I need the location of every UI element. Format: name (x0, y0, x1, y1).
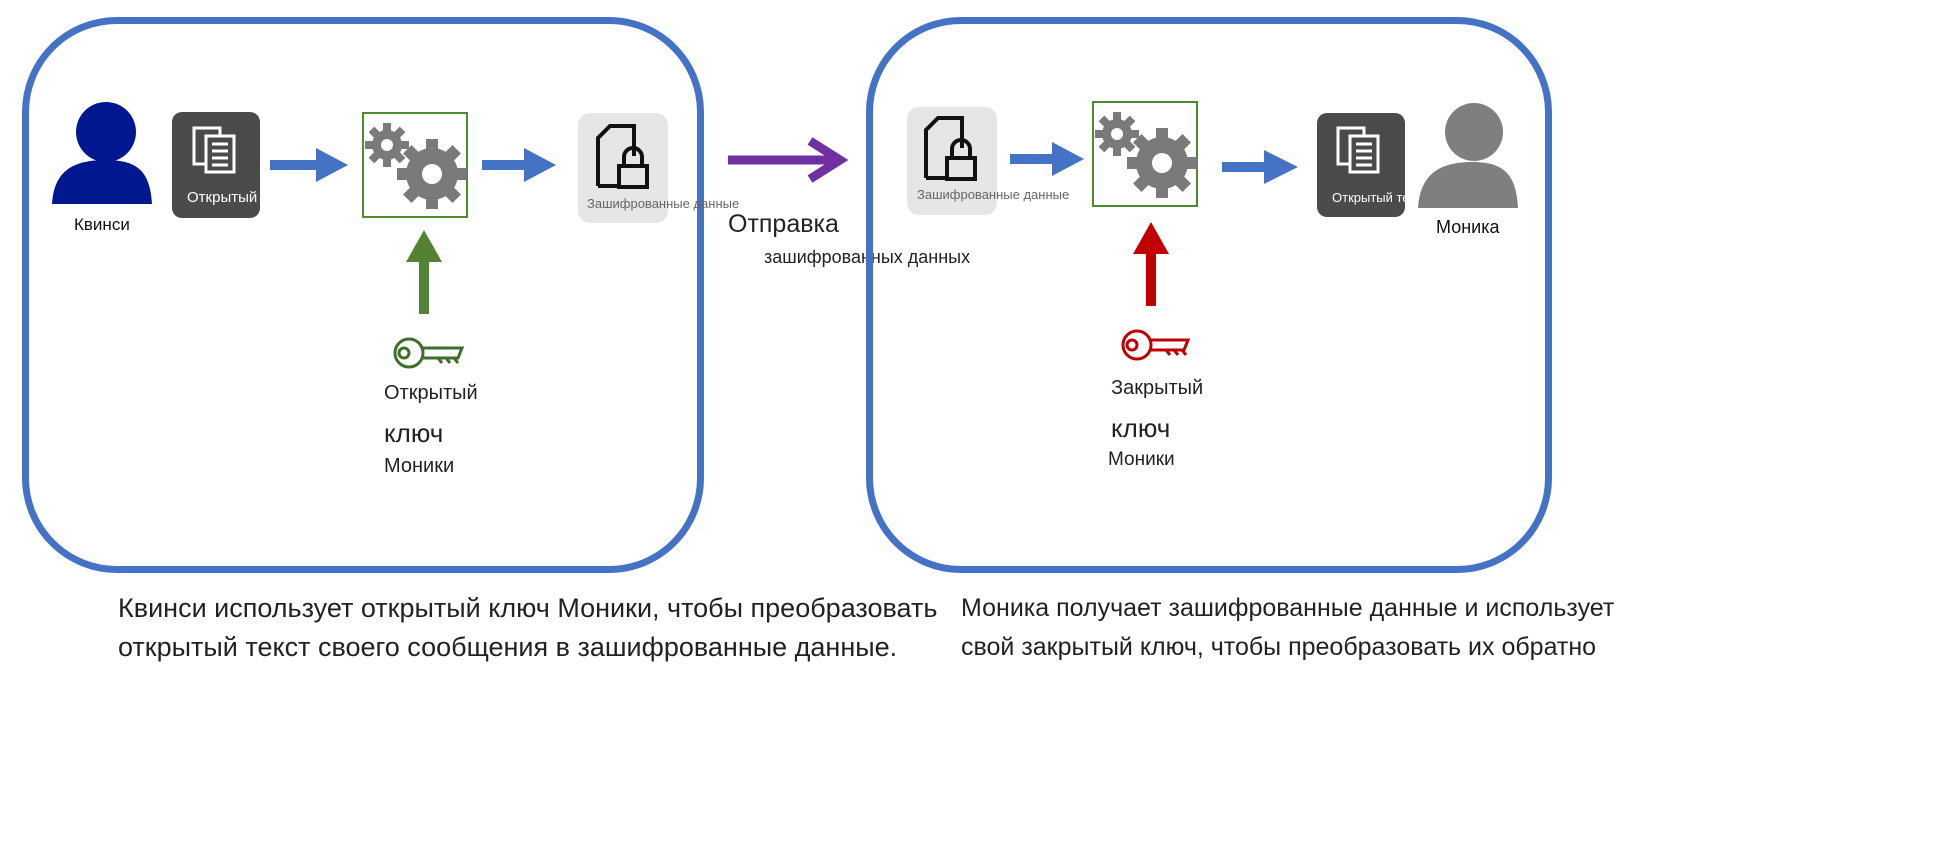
encrypted-tile (907, 107, 997, 215)
sender-panel (22, 17, 704, 573)
locked-file-icon (596, 124, 649, 189)
encrypted-label: Зашифрованные данные (587, 196, 740, 211)
flow-arrow (482, 148, 556, 182)
flow-arrow (1222, 150, 1298, 184)
private-key-label-line1: Закрытый (1111, 377, 1204, 399)
document-icon (192, 126, 236, 174)
receiver-caption: Моника получает зашифрованные данные и и… (961, 585, 1615, 670)
private-key-arrow (1133, 222, 1169, 306)
public-key-label-line1: Открытый (384, 382, 478, 404)
sender-caption-line1: Квинси использует открытый ключ Моники, … (118, 593, 938, 623)
flow-arrow (1010, 142, 1084, 176)
locked-file-icon (924, 116, 977, 181)
receiver-panel (866, 17, 1552, 573)
sender-name: Квинси (74, 215, 130, 234)
public-key-label-line2: ключ (384, 418, 444, 448)
receiver-caption-line2: свой закрытый ключ, чтобы преобразовать … (961, 633, 1597, 661)
private-key-label-line2: ключ (1111, 413, 1171, 443)
receiver-person-icon (1418, 103, 1518, 208)
sender-caption-line2: открытый текст своего сообщения в зашифр… (118, 632, 898, 662)
private-key-label-line3: Моники (1108, 449, 1175, 470)
flow-arrow (270, 148, 348, 182)
encrypted-label: Зашифрованные данные (917, 187, 1070, 202)
gears-icon (1095, 112, 1197, 198)
receiver-caption-line1: Моника получает зашифрованные данные и и… (961, 594, 1615, 622)
send-label-line1: Отправка (728, 210, 839, 238)
public-key-label-line3: Моники (384, 455, 455, 477)
public-key-icon (393, 337, 465, 369)
sender-caption: Квинси использует открытый ключ Моники, … (118, 585, 938, 670)
plaintext-label: Открытый текст (1332, 190, 1428, 205)
plaintext-label: Открытый текст (187, 189, 298, 206)
gears-icon (365, 123, 467, 209)
public-key-arrow (406, 230, 442, 314)
private-key-icon (1121, 329, 1191, 361)
sender-person-icon (52, 102, 152, 204)
send-arrow (728, 137, 849, 183)
receiver-name: Моника (1436, 217, 1500, 237)
document-icon (1336, 126, 1380, 174)
